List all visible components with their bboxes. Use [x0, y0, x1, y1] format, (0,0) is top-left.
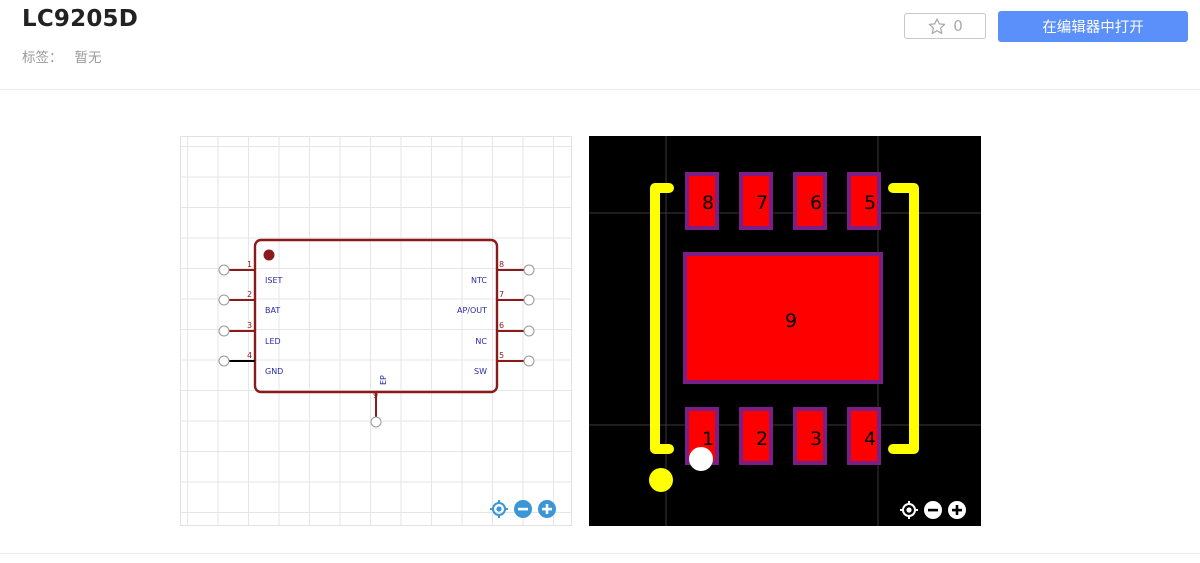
pin-number: 2: [247, 290, 252, 299]
zoom-in-icon[interactable]: [947, 500, 967, 520]
pin-name: AP/OUT: [457, 306, 487, 315]
star-button[interactable]: 0: [904, 13, 986, 39]
pin-name: SW: [474, 367, 487, 376]
pcb-exposed-pad: [683, 252, 883, 384]
pin-name: LED: [265, 337, 281, 346]
pcb-pad: [685, 172, 719, 230]
tags-row: 标签： 暂无: [22, 46, 102, 66]
pin-number: 5: [499, 351, 504, 360]
pad-number: 7: [756, 192, 768, 214]
pin-number: 6: [499, 321, 504, 330]
pin-name: NTC: [471, 276, 487, 285]
locate-icon[interactable]: [899, 500, 919, 520]
pcb-pad: [793, 172, 827, 230]
schematic-body: [253, 238, 499, 394]
pin-name: BAT: [265, 306, 280, 315]
pin-name: ISET: [265, 276, 282, 285]
header-divider: [0, 89, 1200, 90]
pad-number: 8: [702, 192, 714, 214]
pcb-pad: [739, 172, 773, 230]
pin-end: [218, 294, 230, 306]
pin-end: [218, 355, 230, 367]
pcb-pad: [739, 407, 773, 465]
pad-number: 9: [785, 310, 797, 332]
tags-label: 标签：: [22, 50, 63, 66]
pad1-marker: [689, 447, 713, 471]
pin-number: 3: [247, 321, 252, 330]
footer-divider: [0, 553, 1200, 554]
pad-number: 5: [864, 192, 876, 214]
pin1-marker: [263, 249, 275, 261]
pin-number: 1: [247, 260, 252, 269]
pin-name: EP: [379, 375, 388, 385]
pin-number: 4: [247, 351, 252, 360]
pcb-pad: [847, 172, 881, 230]
pin-number: 8: [499, 260, 504, 269]
pin-end: [218, 325, 230, 337]
tags-value: 暂无: [74, 50, 102, 66]
silkscreen-left: [650, 183, 674, 454]
pcb-footprint-preview[interactable]: 8 7 6 5 1 2 3 4 9: [589, 136, 981, 526]
zoom-in-icon[interactable]: [537, 499, 557, 519]
pad-number: 3: [810, 428, 822, 450]
star-icon: [928, 17, 946, 34]
pcb-zoom-controls: [899, 500, 967, 520]
zoom-out-icon[interactable]: [923, 500, 943, 520]
silkscreen-pin1-dot: [649, 468, 673, 492]
pad-number: 2: [756, 428, 768, 450]
pin-name: GND: [265, 367, 283, 376]
pin-end: [218, 264, 230, 276]
zoom-out-icon[interactable]: [513, 499, 533, 519]
pin-end: [370, 416, 382, 428]
pin-end: [523, 355, 535, 367]
pin-end: [523, 294, 535, 306]
page-title: LC9205D: [22, 6, 139, 32]
star-count: 0: [953, 17, 963, 35]
pad-number: 1: [702, 428, 714, 450]
pad-number: 4: [864, 428, 876, 450]
pin-number: 9: [373, 391, 378, 400]
schematic-zoom-controls: [489, 499, 557, 519]
pcb-pad: [793, 407, 827, 465]
pcb-pad: [847, 407, 881, 465]
pin-name: NC: [475, 337, 487, 346]
pin-end: [523, 264, 535, 276]
pin-number: 7: [499, 290, 504, 299]
silkscreen-right: [888, 183, 919, 454]
pad-number: 6: [810, 192, 822, 214]
pcb-drawing: 8 7 6 5 1 2 3 4 9: [589, 136, 981, 526]
locate-icon[interactable]: [489, 499, 509, 519]
open-in-editor-button[interactable]: 在编辑器中打开: [998, 11, 1188, 42]
pin-end: [523, 325, 535, 337]
